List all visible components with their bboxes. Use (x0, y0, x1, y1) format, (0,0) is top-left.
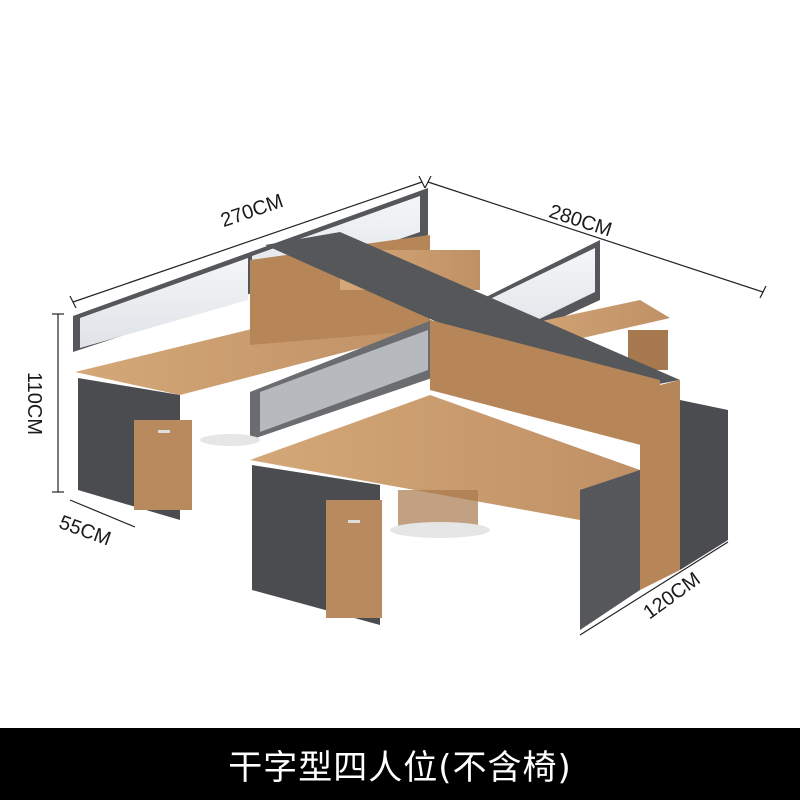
product-illustration (52, 175, 767, 636)
dimension-label-height: 110CM (23, 372, 45, 435)
floor-shadows (200, 434, 490, 538)
caption-bar: 干字型四人位(不含椅) (0, 728, 800, 800)
dimension-lines (52, 175, 767, 636)
central-spine (265, 232, 680, 395)
desk-front (250, 320, 728, 630)
product-caption: 干字型四人位(不含椅) (228, 747, 572, 788)
